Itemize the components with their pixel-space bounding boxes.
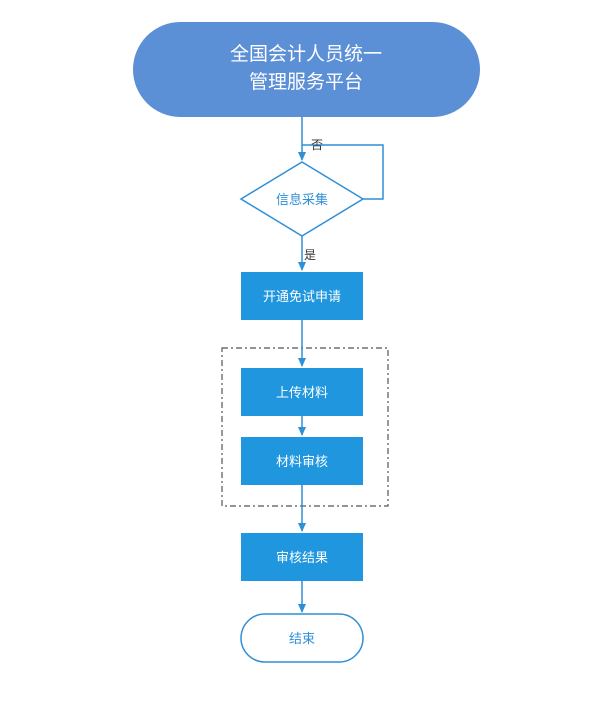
upload-review-group	[221, 347, 389, 507]
end-node-label: 结束	[289, 632, 315, 647]
decision-node-label: 信息采集	[276, 192, 328, 208]
start-node-line1: 全国会计人员统一	[230, 43, 382, 65]
apply-node: 开通免试申请	[241, 272, 363, 320]
apply-node-shape	[241, 272, 363, 320]
review-node-label: 材料审核	[276, 455, 328, 470]
end-node: 结束	[240, 613, 364, 663]
decision-node: 信息采集	[239, 161, 365, 237]
result-node-shape	[241, 533, 363, 581]
start-node-line2: 管理服务平台	[249, 71, 363, 93]
review-node-shape	[241, 437, 363, 485]
result-node-label: 审核结果	[276, 551, 328, 566]
edge-decision-no-loop	[302, 144, 384, 200]
apply-node-label: 开通免试申请	[263, 290, 341, 305]
upload-node-shape	[241, 368, 363, 416]
upload-node: 上传材料	[241, 368, 363, 416]
edge-yes-label: 是	[304, 248, 316, 262]
end-node-shape	[240, 613, 364, 663]
review-node: 材料审核	[241, 437, 363, 485]
start-node: 全国会计人员统一 管理服务平台	[133, 22, 480, 117]
start-node-shape	[133, 22, 480, 117]
result-node: 审核结果	[241, 533, 363, 581]
edge-no-label: 否	[311, 138, 323, 152]
upload-node-label: 上传材料	[276, 386, 328, 401]
